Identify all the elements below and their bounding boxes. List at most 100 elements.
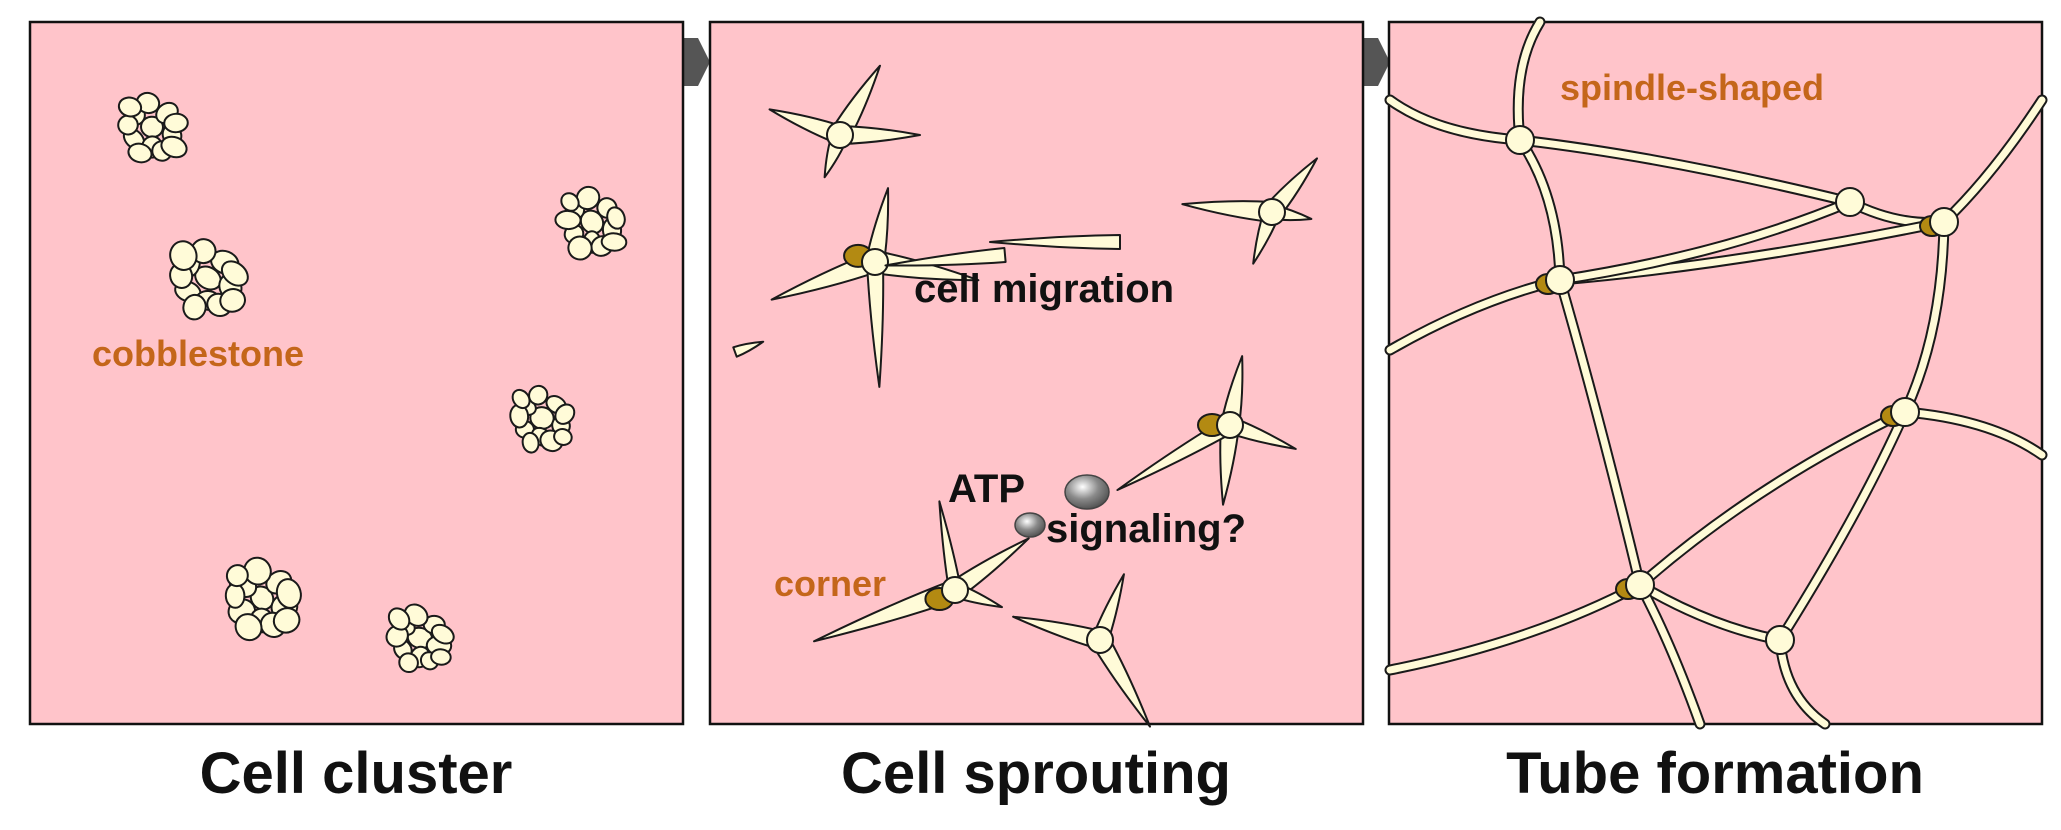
cobblestone-cell — [182, 293, 207, 321]
panel-cell-cluster: cobblestone Cell cluster — [28, 20, 685, 806]
sprouting-cells — [732, 64, 1318, 728]
tube-segment — [1516, 136, 1564, 284]
cobblestone-cell — [553, 428, 573, 446]
caption-cell-cluster: Cell cluster — [200, 741, 513, 806]
caption-cell-sprouting: Cell sprouting — [841, 741, 1231, 806]
tube-junction-cell — [1929, 207, 1959, 237]
cobblestone-cell — [234, 613, 263, 642]
cobblestone-cell — [567, 235, 593, 261]
panel-2-frame — [708, 20, 1365, 726]
cobblestone-cell — [554, 403, 576, 425]
cobblestone-cluster — [117, 91, 189, 164]
cobblestone-cell — [560, 192, 580, 212]
sprouting-cell — [768, 64, 921, 179]
cell-process — [866, 260, 885, 388]
cell-process — [1226, 416, 1297, 450]
tube-segment — [1386, 581, 1644, 674]
tube-segment — [1636, 408, 1909, 589]
cobblestone-cell — [117, 96, 143, 118]
caption-tube-formation: Tube formation — [1506, 741, 1924, 806]
label-signaling: signaling? — [1046, 507, 1246, 551]
cell-process — [884, 247, 1007, 267]
cell-process — [1091, 634, 1151, 728]
tube-segment — [1940, 96, 2046, 226]
cobblestone-cluster — [554, 185, 628, 261]
cell-process — [830, 64, 881, 141]
tube-junction-cell — [1765, 625, 1795, 655]
cobblestone-cell — [528, 384, 549, 406]
cell-process — [1116, 417, 1235, 491]
tube-junction-cell — [1890, 397, 1920, 427]
tube-segment — [1556, 276, 1644, 589]
cell-nucleus — [1216, 411, 1244, 439]
tube-segment — [1901, 408, 2046, 459]
cobblestone-cell — [225, 564, 249, 588]
tube-junction-cell — [1835, 187, 1865, 217]
cell-nucleus — [1086, 626, 1114, 654]
label-atp: ATP — [948, 467, 1025, 511]
cobblestone-cell — [117, 114, 139, 136]
sprouting-cell — [1181, 157, 1318, 265]
label-corner: corner — [774, 563, 886, 604]
cobblestone-clusters — [117, 91, 628, 674]
cell-process — [948, 537, 1030, 599]
cell-process — [1012, 615, 1104, 650]
cobblestone-cell — [600, 232, 628, 252]
cobblestone-cell — [160, 135, 188, 159]
label-cell-migration: cell migration — [914, 267, 1174, 311]
cell-process — [865, 187, 890, 265]
atp-vesicles — [1014, 474, 1110, 538]
cell-nucleus — [1258, 198, 1286, 226]
cobblestone-cell — [511, 388, 531, 410]
cobblestone-cell — [224, 582, 246, 609]
tube-segment — [1776, 408, 1909, 644]
cobblestone-cell — [169, 240, 198, 271]
cobblestone-cell — [272, 607, 301, 634]
cobblestone-cluster — [169, 238, 249, 321]
atp-vesicle-large — [1064, 474, 1110, 510]
tube-segment — [1386, 96, 1524, 144]
cell-process — [732, 340, 765, 358]
cobblestone-cell — [219, 288, 246, 313]
cobblestone-cell — [606, 206, 626, 230]
atp-vesicle-small — [1014, 512, 1046, 538]
tube-segment — [1556, 198, 1854, 284]
tube-junction-cell — [1625, 570, 1655, 600]
cell-process — [989, 234, 1121, 250]
cobblestone-cell — [398, 652, 419, 674]
label-spindle-shaped: spindle-shaped — [1560, 67, 1824, 108]
tube-junction-cell — [1545, 265, 1575, 295]
cobblestone-cell — [430, 648, 452, 666]
cobblestone-cell — [275, 578, 302, 609]
cell-nucleus — [941, 576, 969, 604]
cobblestone-cell — [220, 260, 249, 287]
label-cobblestone: cobblestone — [92, 333, 304, 374]
cell-process — [938, 500, 962, 593]
cobblestone-cluster — [385, 603, 455, 674]
cobblestone-cell — [403, 603, 429, 627]
cobblestone-cell — [554, 209, 582, 231]
cell-process — [839, 125, 921, 145]
cell-process — [1220, 355, 1244, 428]
cell-process — [1091, 573, 1125, 644]
tube-junction-cell — [1505, 125, 1535, 155]
arrow-1-to-2 — [684, 38, 710, 86]
tube-segment — [1514, 18, 1544, 144]
cobblestone-cell — [521, 431, 540, 454]
tube-segment — [1636, 581, 1784, 644]
cobblestone-cluster — [224, 556, 302, 642]
cobblestone-cell — [163, 112, 189, 134]
cell-process — [813, 579, 960, 643]
arrow-2-to-3 — [1364, 38, 1390, 86]
panel-tube-formation: spindle-shaped Tube formation — [1384, 16, 2048, 806]
tube-segment — [1516, 136, 1854, 206]
cobblestone-cell — [127, 142, 153, 164]
sprouting-cell — [1012, 573, 1151, 728]
sprouting-cell — [813, 500, 1030, 643]
tube-segment — [1901, 218, 1948, 416]
tube-network — [1384, 16, 2048, 730]
cell-nucleus — [826, 121, 854, 149]
cell-process — [1219, 423, 1240, 506]
sprouting-cell — [1116, 355, 1297, 506]
